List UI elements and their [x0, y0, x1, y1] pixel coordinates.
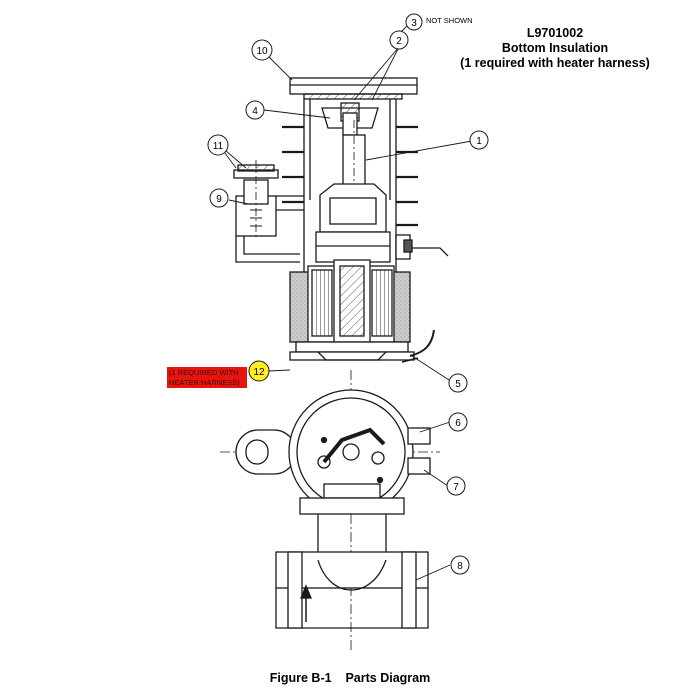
leader-lines — [218, 23, 473, 581]
top-gasket — [303, 93, 403, 100]
terminal-block-6 — [407, 427, 431, 445]
callout-4: 4 — [245, 100, 265, 120]
callout-12: 12 — [248, 360, 270, 382]
note-line-1: (1 REQUIRED WITH — [169, 368, 239, 377]
callout-11: 11 — [207, 134, 229, 156]
callout-7-label: 7 — [453, 482, 459, 493]
cooling-fins-left — [282, 125, 304, 204]
cooling-fins-right — [396, 125, 418, 227]
callout-5-label: 5 — [455, 379, 461, 390]
bottom-plate — [295, 341, 409, 353]
callout-4-label: 4 — [252, 106, 258, 117]
callout-9-label: 9 — [216, 194, 222, 205]
heater-coil-left — [311, 269, 333, 337]
not-shown-label: NOT SHOWN — [426, 16, 473, 25]
callout-1: 1 — [469, 130, 489, 150]
terminal-2 — [371, 451, 385, 465]
callout-3-label: 3 — [411, 18, 417, 29]
callout-6-label: 6 — [455, 418, 461, 429]
callout-2: 2 — [389, 30, 409, 50]
callout-3: 3 — [405, 13, 423, 31]
part-note: (1 required with heater harness) — [460, 56, 650, 70]
callout-11-label: 11 — [213, 141, 224, 152]
callout-10: 10 — [251, 39, 273, 61]
flow-arrow-head — [300, 584, 312, 599]
elevation-view — [233, 77, 449, 363]
callout-12-label: 12 — [253, 367, 265, 378]
lower-bracket — [323, 483, 381, 499]
figure-caption: Figure B-1 Parts Diagram — [269, 671, 431, 685]
part-number: L9701002 — [526, 26, 584, 40]
heater-harness-wire — [409, 329, 435, 357]
title-block: L9701002 Bottom Insulation (1 required w… — [430, 26, 680, 71]
callout-8-label: 8 — [457, 561, 463, 572]
mid-cylinder — [315, 231, 391, 263]
callout-6: 6 — [448, 412, 468, 432]
note-line-2: HEATER HARNESS) — [169, 377, 240, 387]
plan-view — [220, 370, 440, 650]
required-with-heater-harness-note: (1 REQUIRED WITH HEATER HARNESS) — [167, 367, 247, 388]
callout-7: 7 — [446, 476, 466, 496]
callout-2-label: 2 — [396, 36, 402, 47]
callout-8: 8 — [450, 555, 470, 575]
callout-5: 5 — [448, 373, 468, 393]
callout-1-label: 1 — [476, 136, 482, 147]
callout-9: 9 — [209, 188, 229, 208]
top-flange — [289, 77, 418, 95]
part-name: Bottom Insulation — [501, 41, 609, 55]
heater-coil-right — [371, 269, 393, 337]
callout-10-label: 10 — [256, 46, 268, 57]
